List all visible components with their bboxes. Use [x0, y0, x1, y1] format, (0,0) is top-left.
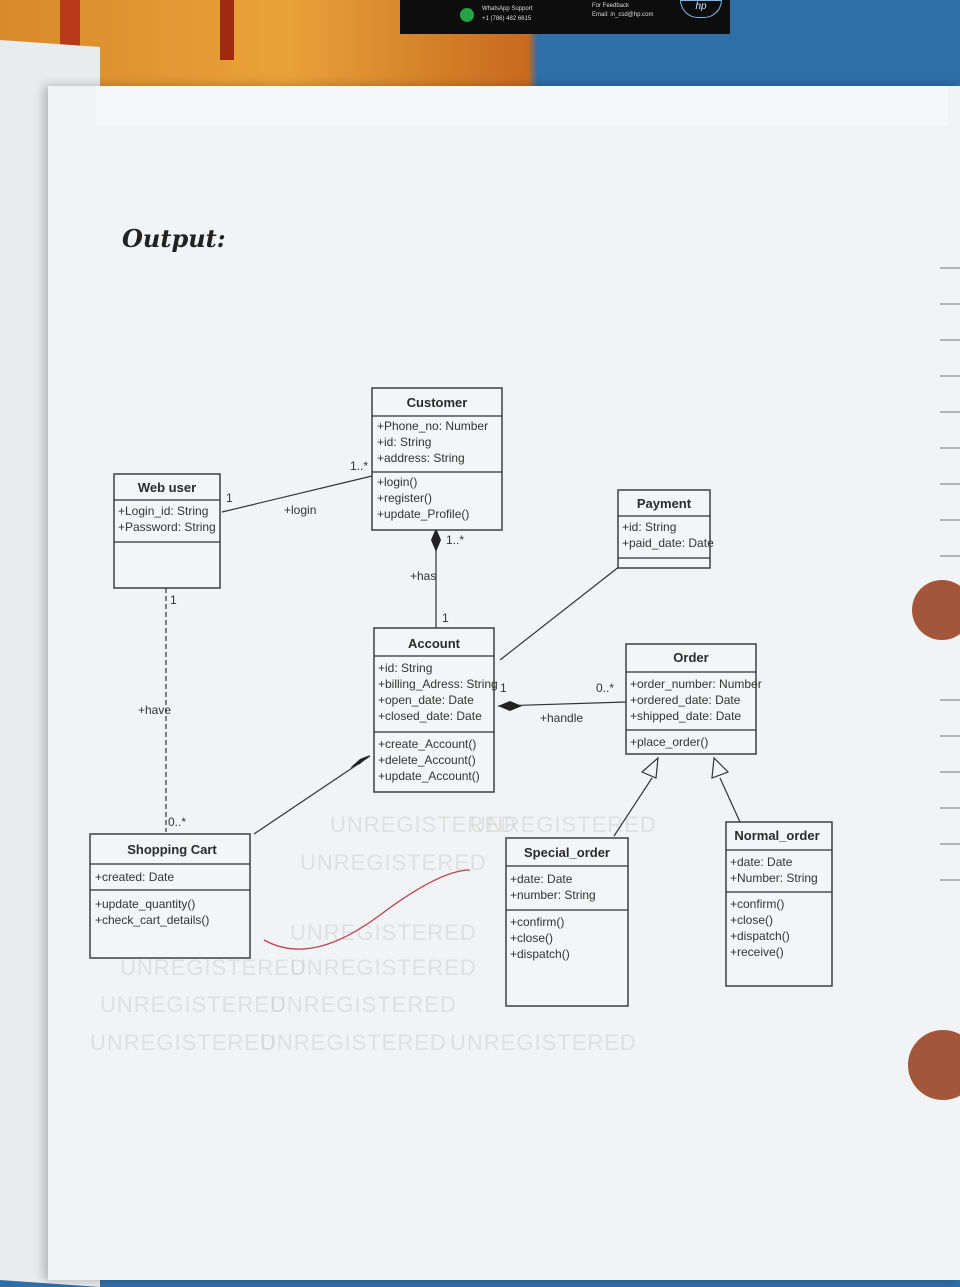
operation: +delete_Account(): [378, 753, 476, 767]
svg-text:UNREGISTERED: UNREGISTERED: [290, 920, 477, 945]
operation: +receive(): [730, 945, 784, 959]
svg-text:UNREGISTERED: UNREGISTERED: [450, 1030, 637, 1055]
operation: +dispatch(): [510, 947, 570, 961]
class-name: Customer: [407, 395, 468, 410]
handle-label: +handle: [540, 711, 583, 725]
attribute: +address: String: [377, 451, 465, 465]
attribute: +number: String: [510, 888, 596, 902]
composition-diamond: [498, 701, 522, 711]
finger: [908, 1030, 960, 1100]
class-name: Normal_order: [734, 828, 819, 843]
multiplicity: 1: [170, 593, 177, 607]
svg-text:UNREGISTERED: UNREGISTERED: [100, 992, 287, 1017]
operation: +confirm(): [730, 897, 784, 911]
operation: +dispatch(): [730, 929, 790, 943]
class-box-payment: [617, 489, 711, 569]
svg-text:UNREGISTERED: UNREGISTERED: [270, 992, 457, 1017]
generalization-normal-order: [719, 777, 741, 823]
class-name: Shopping Cart: [127, 842, 217, 857]
attribute: +id: String: [622, 520, 676, 534]
attribute: +Number: String: [730, 871, 818, 885]
operation: +create_Account(): [378, 737, 476, 751]
composition-diamond: [350, 755, 370, 768]
support-banner: WhatsApp Support +1 (786) 482 6615 For F…: [400, 0, 730, 34]
generalization-arrowhead: [711, 756, 730, 779]
whatsapp-icon: [460, 8, 474, 22]
attribute: +date: Date: [730, 855, 793, 869]
svg-text:UNREGISTERED: UNREGISTERED: [290, 955, 477, 980]
fabric-pattern: [220, 0, 234, 60]
finger: [912, 580, 960, 640]
document-page: [48, 86, 960, 1280]
class-box-customer: [371, 387, 503, 531]
attribute: +open_date: Date: [378, 693, 474, 707]
attribute: +closed_date: Date: [378, 709, 482, 723]
support-title: WhatsApp Support: [482, 6, 533, 12]
svg-text:UNREGISTERED: UNREGISTERED: [120, 955, 307, 980]
operation: +update_quantity(): [95, 897, 195, 911]
multiplicity: 1: [442, 611, 449, 625]
svg-text:UNREGISTERED: UNREGISTERED: [90, 1030, 277, 1055]
operation: +update_Profile(): [377, 507, 469, 521]
composition-cart-account: [253, 755, 371, 835]
operation: +login(): [377, 475, 417, 489]
class-name: Special_order: [524, 845, 610, 860]
operation: +place_order(): [630, 735, 708, 749]
watermark: UNREGISTERED UNREGISTERED UNREGISTERED U…: [90, 812, 657, 1055]
multiplicity: 0..*: [168, 815, 186, 829]
class-box-account: [373, 627, 495, 793]
class-name: Web user: [138, 480, 196, 495]
attribute: +paid_date: Date: [622, 536, 714, 550]
attribute: +Phone_no: Number: [377, 419, 488, 433]
svg-text:UNREGISTERED: UNREGISTERED: [300, 850, 487, 875]
operation: +register(): [377, 491, 432, 505]
attribute: +order_number: Number: [630, 677, 762, 691]
attribute: +billing_Adress: String: [378, 677, 498, 691]
svg-text:UNREGISTERED: UNREGISTERED: [260, 1030, 447, 1055]
multiplicity: 0..*: [596, 681, 614, 695]
attribute: +ordered_date: Date: [630, 693, 741, 707]
svg-text:UNREGISTERED: UNREGISTERED: [470, 812, 657, 837]
generalization-arrowhead: [640, 756, 659, 779]
feedback-title: For Feedback: [592, 3, 630, 9]
multiplicity: 1..*: [446, 533, 464, 547]
operation: +close(): [510, 931, 553, 945]
attribute: +shipped_date: Date: [630, 709, 741, 723]
attribute: +id: String: [377, 435, 431, 449]
attribute: +Password: String: [118, 520, 216, 534]
operation: +close(): [730, 913, 773, 927]
association-login: [221, 475, 373, 513]
multiplicity: 1..*: [350, 459, 368, 473]
have-label: +have: [138, 703, 171, 717]
has-label: +has: [410, 569, 436, 583]
page-heading: Output:: [122, 224, 226, 253]
login-label: +login: [284, 503, 316, 517]
attribute: +created: Date: [95, 870, 174, 884]
generalization-special-order: [613, 777, 653, 837]
attribute: +date: Date: [510, 872, 573, 886]
class-name: Payment: [637, 496, 692, 511]
class-name: Order: [673, 650, 708, 665]
class-box-shopping-cart: [89, 833, 251, 959]
association-payment: [499, 565, 621, 661]
class-name: Account: [408, 636, 461, 651]
svg-text:UNREGISTERED: UNREGISTERED: [330, 812, 517, 837]
operation: +update_Account(): [378, 769, 480, 783]
attribute: +id: String: [378, 661, 432, 675]
notebook-edge: [940, 267, 960, 881]
multiplicity: 1: [226, 491, 233, 505]
page-top-edge: [96, 86, 948, 126]
multiplicity: 1: [500, 681, 507, 695]
support-phone: +1 (786) 482 6615: [482, 16, 532, 22]
operation: +check_cart_details(): [95, 913, 209, 927]
composition-diamond: [431, 528, 441, 552]
class-box-order: [625, 643, 757, 755]
attribute: +Login_id: String: [118, 504, 208, 518]
pen-mark: [263, 869, 471, 950]
class-box-web-user: [113, 473, 221, 589]
class-box-normal-order: [725, 821, 833, 987]
feedback-email: Email: in_csd@hp.com: [592, 12, 654, 18]
operation: +confirm(): [510, 915, 564, 929]
